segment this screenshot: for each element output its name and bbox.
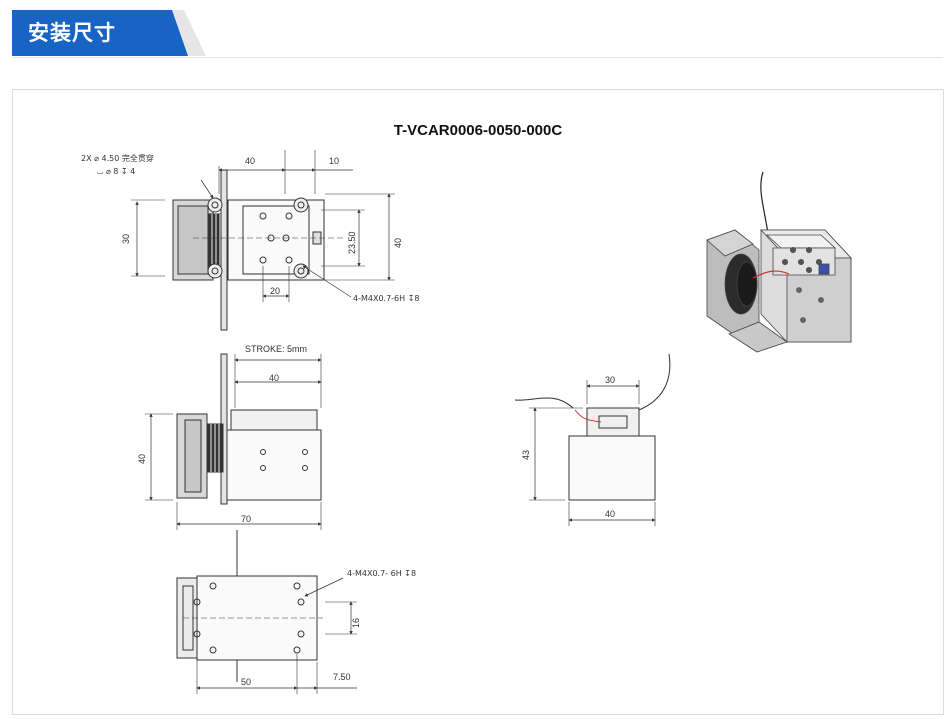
dim-side-left-40: 40 xyxy=(137,454,147,464)
dim-side-top-40: 40 xyxy=(269,373,279,383)
dim-left-30: 30 xyxy=(121,234,131,244)
dim-right-23-50: 23.50 xyxy=(347,231,357,254)
product-3d-render xyxy=(706,171,852,353)
side-view xyxy=(145,353,322,560)
dim-bottom-50: 50 xyxy=(241,677,251,687)
section-title: 安装尺寸 xyxy=(28,21,116,45)
header-divider xyxy=(12,57,943,58)
dim-side-bottom-70: 70 xyxy=(241,514,251,524)
dimension-drawing: 2X ⌀ 4.50 完全贯穿 ⌴ ⌀ 8 ↧ 4 40 10 30 23.50 … xyxy=(81,150,852,694)
dim-top-10: 10 xyxy=(329,156,339,166)
dim-bottom-7-50: 7.50 xyxy=(333,672,351,682)
dim-end-bottom-40: 40 xyxy=(605,509,615,519)
hole-note-2: ⌴ ⌀ 8 ↧ 4 xyxy=(97,167,135,176)
dim-bottom-16: 16 xyxy=(351,618,361,628)
dim-end-top-30: 30 xyxy=(605,375,615,385)
top-view xyxy=(131,150,395,331)
dim-right-40: 40 xyxy=(393,238,403,248)
stroke-label: STROKE: 5mm xyxy=(245,344,307,354)
dim-end-left-43: 43 xyxy=(521,450,531,460)
hole-note-1: 2X ⌀ 4.50 完全贯穿 xyxy=(81,153,154,163)
model-title: T-VCAR0006-0050-000C xyxy=(393,122,563,139)
header-tab xyxy=(12,10,188,56)
tap-note-bottom: 4-M4X0.7- 6H ↧8 xyxy=(347,569,416,578)
end-view xyxy=(514,353,671,526)
dim-top-40: 40 xyxy=(245,156,255,166)
dimension-drawing-panel: T-VCAR0006-0050-000C xyxy=(12,89,944,715)
tap-note-top: 4-M4X0.7-6H ↧8 xyxy=(353,294,420,303)
dim-bottom-20: 20 xyxy=(270,286,280,296)
bottom-view xyxy=(176,560,357,694)
